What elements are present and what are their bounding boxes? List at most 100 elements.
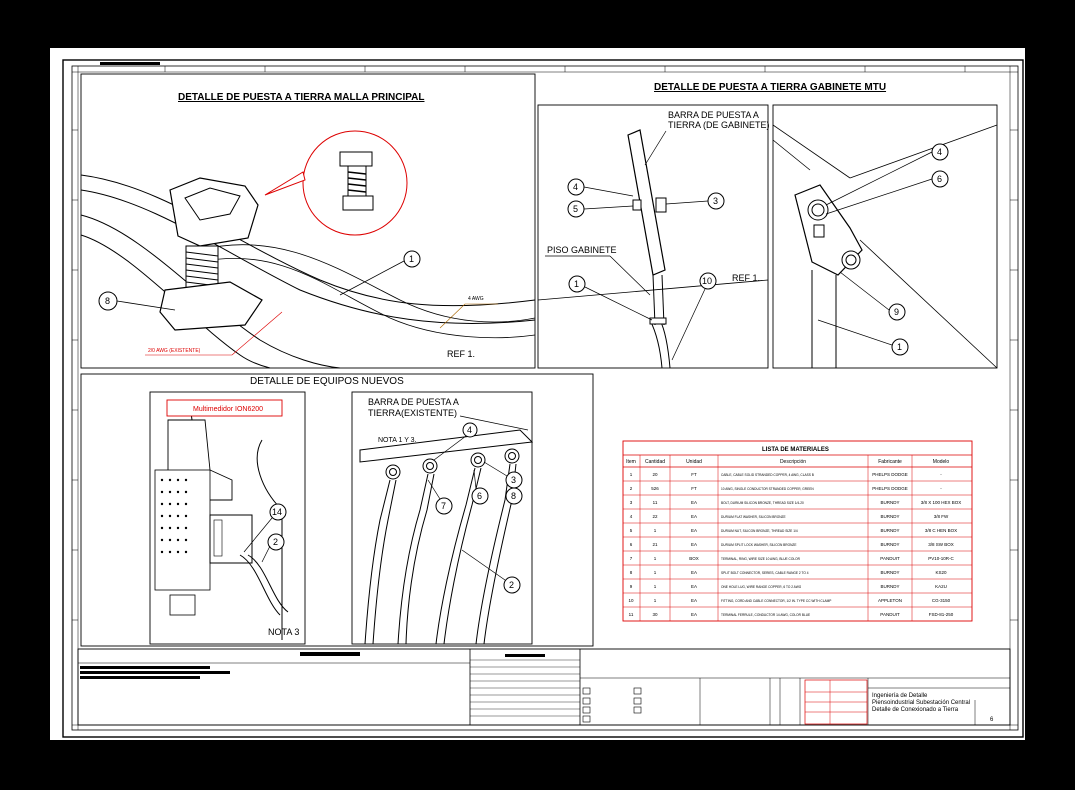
materials-cell-r7-c1: 1 xyxy=(654,570,657,575)
materials-cell-r6-c5: PV10-10R-C xyxy=(928,556,954,561)
materials-cell-r8-c3: ONE HOLE LUG, WIRE RANGE COPPER, 6 TO 2 … xyxy=(721,585,802,589)
label-2-0-awg: 2/0 AWG (EXISTENTE) xyxy=(148,348,201,354)
materials-cell-r5-c5: 3/8 SW BOX xyxy=(928,542,954,547)
callout-8-eq: 8 xyxy=(511,491,516,501)
materials-cell-r5-c4: BURNDY xyxy=(880,542,899,547)
materials-cell-r6-c3: TERMINAL, RING, WIRE SIZE 10 AWG, BLUE C… xyxy=(721,557,801,561)
materials-cell-r5-c3: DURIUM SPLIT LOCK WASHER, SILICON BRONZE xyxy=(721,543,796,547)
materials-cell-r3-c2: EA xyxy=(691,514,697,519)
materials-header-2: Unidad xyxy=(686,459,702,465)
materials-cell-r10-c1: 30 xyxy=(652,612,658,617)
label-barra-existente-2: TIERRA(EXISTENTE) xyxy=(368,408,457,418)
materials-cell-r7-c2: EA xyxy=(691,570,697,575)
materials-cell-r9-c0: 10 xyxy=(628,598,634,603)
title-block-line1: Ingeniería de Detalle xyxy=(872,693,928,699)
materials-cell-r4-c5: 3/8 C HEN BOX xyxy=(925,528,957,533)
materials-cell-r2-c3: BOLT, DURIUM SILICON BRONZE, THREAD SIZE… xyxy=(721,501,804,505)
materials-cell-r3-c5: 3/8 FW xyxy=(934,514,949,519)
materials-cell-r6-c1: 1 xyxy=(654,556,657,561)
callout-4-lug: 4 xyxy=(937,147,942,157)
title-block-line2: Piensoindustrial Subestación Central xyxy=(872,700,970,706)
callout-2-eq-b: 2 xyxy=(509,580,514,590)
materials-cell-r6-c0: 7 xyxy=(630,556,633,561)
callout-1-lug: 1 xyxy=(897,342,902,352)
materials-cell-r3-c4: BURNDY xyxy=(880,514,899,519)
materials-header-5: Modelo xyxy=(933,459,950,465)
frame-ticks xyxy=(72,66,1018,621)
materials-cell-r3-c0: 4 xyxy=(630,514,633,519)
materials-cell-r0-c5: - xyxy=(940,472,942,477)
callout-3-cab: 3 xyxy=(713,196,718,206)
materials-cell-r10-c3: TERMINAL FERRULE, CONDUCTOR 14 AWG, COLO… xyxy=(721,613,810,617)
materials-cell-r9-c2: EA xyxy=(691,598,697,603)
callout-1-cab: 1 xyxy=(574,279,579,289)
materials-cell-r8-c5: KA2U xyxy=(935,584,947,589)
callout-10-cab: 10 xyxy=(702,276,712,286)
materials-header-1: Cantidad xyxy=(645,459,665,465)
materials-cell-r7-c4: BURNDY xyxy=(880,570,899,575)
materials-cell-r1-c5: - xyxy=(940,486,942,491)
materials-cell-r10-c5: FSD-81-250 xyxy=(929,612,954,617)
materials-cell-r5-c1: 21 xyxy=(652,542,658,547)
materials-cell-r8-c1: 1 xyxy=(654,584,657,589)
panel-new-equipment: DETALLE DE EQUIPOS NUEVOS Multimedidor I… xyxy=(80,373,594,647)
title-block-sheet: 6 xyxy=(990,717,994,723)
materials-cell-r1-c0: 2 xyxy=(630,486,633,491)
materials-cell-r2-c0: 3 xyxy=(630,500,633,505)
materials-cell-r8-c4: BURNDY xyxy=(880,584,899,589)
title-new-equipment: DETALLE DE EQUIPOS NUEVOS xyxy=(250,376,404,387)
callout-4-cab: 4 xyxy=(573,182,578,192)
materials-cell-r7-c5: KS20 xyxy=(935,570,947,575)
callout-9-lug: 9 xyxy=(894,307,899,317)
materials-cell-r10-c2: EA xyxy=(691,612,697,617)
materials-cell-r5-c0: 6 xyxy=(630,542,633,547)
panel-cabinet-bar: BARRA DE PUESTA A TIERRA (DE GABINETE) 4… xyxy=(537,104,770,369)
materials-cell-r1-c2: FT xyxy=(691,486,697,491)
title-block: Ingeniería de Detalle Piensoindustrial S… xyxy=(77,648,1011,726)
materials-cell-r10-c0: 11 xyxy=(629,612,634,617)
label-nota1y3: NOTA 1 Y 3. xyxy=(378,437,417,444)
materials-cell-r9-c5: CG-3150 xyxy=(932,598,951,603)
materials-cell-r8-c0: 9 xyxy=(630,584,633,589)
materials-cell-r10-c4: PANDUIT xyxy=(880,612,900,617)
callout-4-eq: 4 xyxy=(467,425,472,435)
panel-cabinet-lug: 4 6 9 1 xyxy=(772,104,998,369)
materials-cell-r9-c1: 1 xyxy=(654,598,657,603)
materials-header-4: Fabricante xyxy=(878,459,902,465)
materials-cell-r2-c5: 3/8 X 100 HEX BOX xyxy=(921,500,962,505)
callout-6-eq: 6 xyxy=(477,491,482,501)
materials-cell-r0-c4: PHELPS DODGE xyxy=(872,472,908,477)
materials-cell-r2-c1: 11 xyxy=(653,500,658,505)
label-barra-existente-1: BARRA DE PUESTA A xyxy=(368,397,459,407)
label-piso-gabinete: PISO GABINETE xyxy=(547,245,617,255)
materials-cell-r2-c2: EA xyxy=(691,500,697,505)
materials-cell-r1-c1: 526 xyxy=(651,486,659,491)
materials-cell-r6-c2: BOX xyxy=(689,556,699,561)
materials-cell-r9-c3: FITTING, CORD AND CABLE CONNECTOR, 1/2 I… xyxy=(721,599,831,603)
materials-cell-r4-c4: BURNDY xyxy=(880,528,899,533)
materials-cell-r9-c4: APPLETON xyxy=(878,598,902,603)
materials-cell-r5-c2: EA xyxy=(691,542,697,547)
multimedidor-box xyxy=(166,399,283,417)
label-nota3: NOTA 3 xyxy=(268,627,299,637)
callout-6-lug: 6 xyxy=(937,174,942,184)
materials-cell-r6-c4: PANDUIT xyxy=(880,556,900,561)
materials-cell-r3-c3: DURIUM FLAT WASHER, SILICON BRONZE xyxy=(721,515,786,519)
callout-2-eq: 2 xyxy=(273,537,278,547)
materials-cell-r0-c0: 1 xyxy=(630,472,633,477)
label-ref1-main: REF 1. xyxy=(447,349,475,359)
materials-cell-r7-c0: 8 xyxy=(630,570,633,575)
label-barra-gabinete-2: TIERRA (DE GABINETE) xyxy=(668,120,770,130)
materials-cell-r1-c4: PHELPS DODGE xyxy=(872,486,908,491)
materials-header-3: Descripción xyxy=(780,459,806,465)
title-cabinet-ground: DETALLE DE PUESTA A TIERRA GABINETE MTU xyxy=(654,82,886,93)
label-multimedidor: Multimedidor ION6200 xyxy=(193,406,263,413)
title-main-ground: DETALLE DE PUESTA A TIERRA MALLA PRINCIP… xyxy=(178,92,424,103)
callout-1: 1 xyxy=(409,254,414,264)
callout-5-cab: 5 xyxy=(573,204,578,214)
label-4awg: 4 AWG xyxy=(468,296,484,302)
materials-cell-r8-c2: EA xyxy=(691,584,697,589)
materials-cell-r4-c3: DURIUM NUT, SILICON BRONZE, THREAD SIZE … xyxy=(721,529,798,533)
